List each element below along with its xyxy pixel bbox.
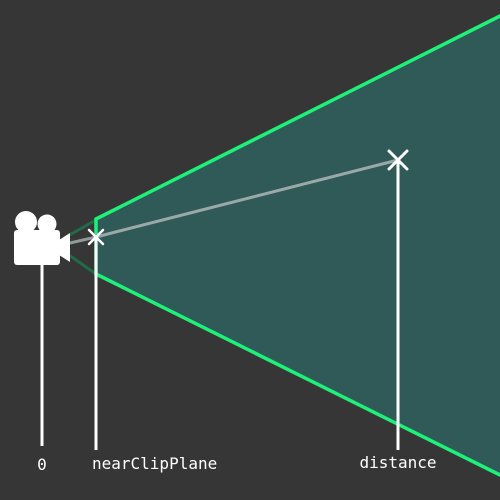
frustum-region [96,16,500,475]
x-mark-icon [87,228,105,246]
label-distance: distance [359,453,436,472]
frustum-top-edge [94,14,500,221]
view-ray [94,158,400,239]
movie-camera-icon [14,211,70,265]
camera-to-near-lines [65,218,97,276]
label-near-clip-plane: nearClipPlane [92,454,217,473]
x-mark-icon [387,149,409,171]
frustum-bottom-edge [94,272,500,477]
label-zero: 0 [37,455,47,474]
guide-lines [40,162,400,450]
